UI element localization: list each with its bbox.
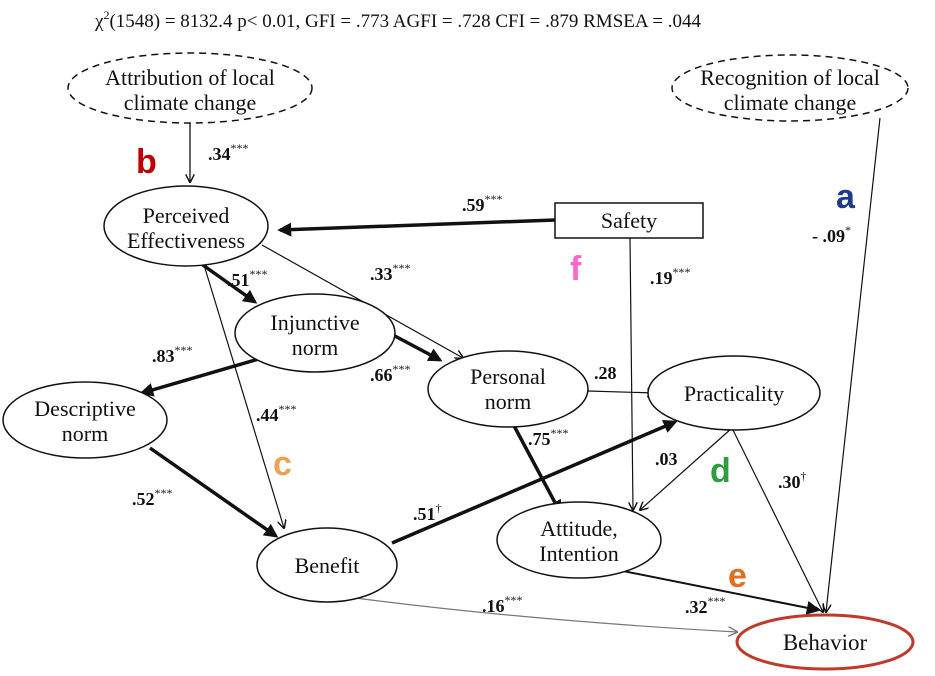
letter-d: d	[710, 452, 731, 490]
node-label: Perceived	[143, 203, 230, 228]
node-label: norm	[485, 389, 531, 414]
coef-descriptive-benefit: .52***	[132, 486, 173, 509]
node-benefit: Benefit	[256, 527, 398, 603]
edge-perceived-to-injunctive	[198, 261, 258, 304]
fit-statistics: χ2(1548) = 8132.4 p< 0.01, GFI = .773 AG…	[94, 8, 702, 32]
node-label: norm	[62, 421, 108, 446]
edge-descriptive-to-benefit	[148, 446, 279, 538]
node-label: Safety	[601, 208, 657, 233]
coef-personal-practicality: .28	[594, 363, 617, 383]
node-label: Practicality	[684, 381, 784, 406]
hypothesis-letters: a b c d e f	[136, 143, 856, 595]
edge-recognition-to-behavior	[826, 117, 881, 612]
edge-personal-to-practicality	[587, 391, 655, 393]
edge-practicality-to-behavior	[731, 427, 823, 612]
node-label: Benefit	[295, 553, 360, 578]
letter-c: c	[273, 445, 292, 483]
coef-injunctive-descriptive: .83***	[152, 343, 193, 366]
coef-injunctive-personal: .66***	[370, 362, 411, 385]
node-label: Effectiveness	[127, 228, 245, 253]
node-descriptive-norm: Descriptive norm	[2, 381, 168, 459]
edges	[139, 117, 881, 632]
letter-a: a	[836, 178, 856, 216]
node-label: Descriptive	[34, 396, 135, 421]
letter-b: b	[136, 143, 157, 181]
node-label: Behavior	[783, 630, 868, 655]
coefficients: .34*** .59*** .51*** .33*** .19*** - .09…	[132, 141, 851, 617]
node-injunctive-norm: Injunctive norm	[234, 293, 396, 373]
node-label: climate change	[124, 90, 257, 115]
node-label: Personal	[470, 364, 546, 389]
coef-benefit-behavior: .16***	[482, 593, 523, 616]
coef-practicality-attitude: .03	[655, 449, 678, 469]
edge-injunctive-to-personal	[392, 333, 443, 362]
node-label: Attitude,	[540, 516, 618, 541]
node-recognition: Recognition of local climate change	[671, 54, 909, 122]
coef-attribution-perceived: .34***	[208, 141, 249, 164]
edge-practicality-to-attitude	[640, 427, 733, 510]
node-attitude-intention: Attitude, Intention	[496, 501, 662, 579]
node-label: norm	[292, 335, 338, 360]
edge-safety-to-perceived	[277, 218, 556, 237]
coef-benefit-practicality: .51†	[413, 501, 442, 524]
edge-attitude-to-behavior	[602, 566, 821, 615]
coef-practicality-behavior: .30†	[778, 469, 807, 492]
coef-personal-attitude: .75***	[528, 426, 569, 449]
node-attribution: Attribution of local climate change	[67, 52, 313, 124]
letter-f: f	[570, 250, 582, 288]
coef-perceived-personal: .33***	[370, 261, 411, 284]
edge-perceived-to-benefit	[203, 264, 284, 528]
node-label: Attribution of local	[105, 65, 275, 90]
node-practicality: Practicality	[647, 355, 821, 431]
coef-attitude-behavior: .32***	[685, 594, 726, 617]
edge-benefit-to-behavior	[339, 595, 737, 632]
coef-safety-attitude: .19***	[650, 265, 691, 288]
edge-personal-to-attitude	[510, 421, 562, 515]
node-label: Recognition of local	[700, 65, 880, 90]
edge-benefit-to-practicality	[391, 419, 678, 545]
coef-perceived-injunctive: .51***	[227, 267, 268, 290]
node-label: climate change	[724, 90, 857, 115]
node-label: Injunctive	[270, 310, 359, 335]
edge-safety-to-attitude	[630, 237, 633, 510]
node-behavior: Behavior	[735, 613, 915, 671]
node-label: Intention	[539, 541, 618, 566]
coef-perceived-benefit: .44***	[256, 402, 297, 425]
edge-injunctive-to-descriptive	[139, 356, 263, 397]
node-perceived-effectiveness: Perceived Effectiveness	[103, 185, 269, 267]
node-safety: Safety	[554, 202, 704, 239]
letter-e: e	[728, 557, 747, 595]
nodes: Attribution of local climate change Reco…	[2, 52, 915, 671]
coef-recognition-behavior: - .09*	[812, 223, 851, 246]
coef-safety-perceived: .59***	[462, 192, 503, 215]
node-personal-norm: Personal norm	[427, 350, 589, 428]
